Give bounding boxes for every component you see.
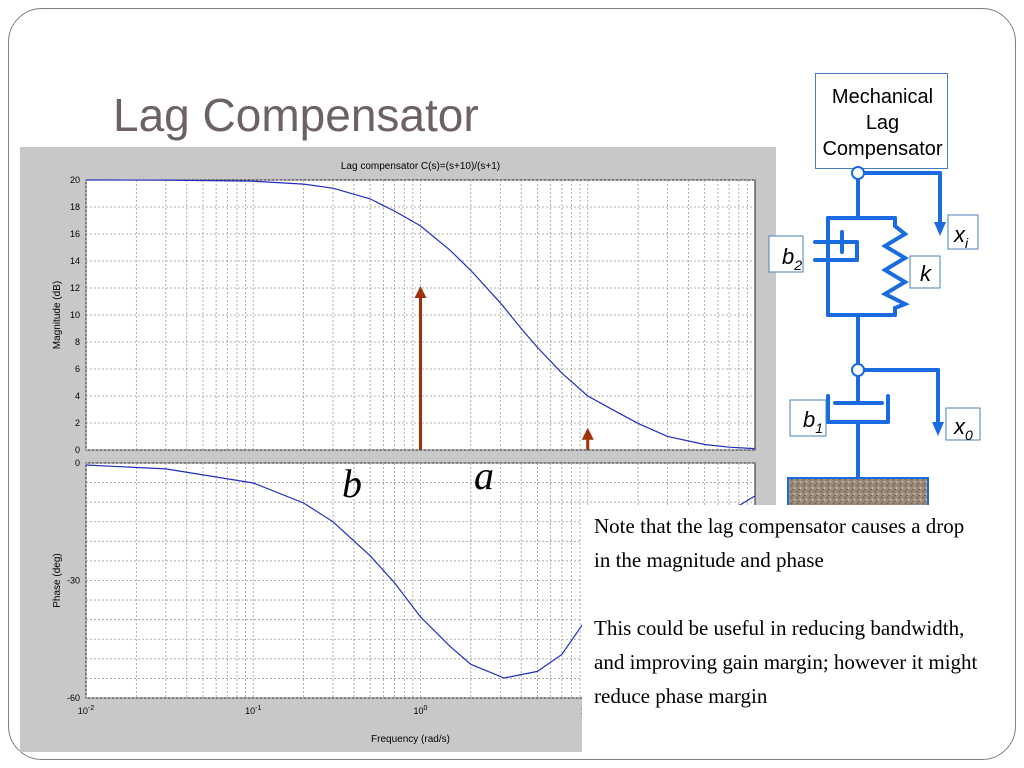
phase-axis-label: Phase (deg) [52, 553, 63, 607]
bode-plot: 024681012141618200-30-6010-210-1100101La… [52, 161, 756, 745]
note-paragraph-1: Note that the lag compensator causes a d… [594, 514, 965, 572]
b2-label-box [768, 235, 804, 273]
magnitude-tick-label: 12 [70, 283, 80, 293]
mechanical-title-line: Compensator [822, 138, 943, 160]
note-paragraph-2: This could be useful in reducing bandwid… [594, 616, 978, 708]
k-label-box [909, 255, 941, 289]
magnitude-tick-label: 16 [70, 229, 80, 239]
magnitude-tick-label: 14 [70, 256, 80, 266]
xi-label-box [947, 214, 979, 250]
mechanical-diagram: xi b2 k b1 x0 [768, 166, 981, 507]
magnitude-tick-label: 4 [75, 391, 80, 401]
magnitude-tick-label: 8 [75, 337, 80, 347]
annotation-arrow-a-head-icon [581, 427, 594, 440]
ground-block [787, 477, 929, 507]
magnitude-tick-label: 18 [70, 202, 80, 212]
frequency-tick-label: 10-2 [78, 705, 94, 716]
frequency-tick-label: 100 [414, 705, 428, 716]
x-axis-label: Frequency (rad/s) [371, 734, 450, 745]
annotation-arrow-b-head-icon [414, 286, 427, 298]
xi-arrowhead-icon [934, 222, 946, 236]
middle-node [851, 363, 865, 377]
x0-label: x0 [953, 414, 973, 443]
phase-tick-label: -60 [67, 693, 80, 703]
magnitude-tick-label: 6 [75, 364, 80, 374]
mechanical-title-line: Mechanical [831, 86, 934, 108]
label-b: b [342, 461, 362, 506]
annotation-arrow-b [414, 286, 427, 450]
magnitude-axis-label: Magnitude (dB) [52, 281, 63, 349]
magnitude-tick-label: 20 [70, 175, 80, 185]
b2-label: b2 [782, 244, 802, 273]
k-label: k [920, 261, 932, 286]
mechanical-title: Mechanical Lag Compensator [800, 84, 965, 162]
bode-plot-panel: 024681012141618200-30-6010-210-1100101La… [20, 147, 776, 752]
x0-arrowhead-icon [932, 422, 944, 436]
phase-tick-label: -30 [67, 576, 80, 586]
spring-k [880, 216, 910, 317]
chart-title: Lag compensator C(s)=(s+10)/(s+1) [341, 161, 500, 172]
label-a: a [474, 453, 494, 498]
notes-textbox: Note that the lag compensator causes a d… [582, 505, 992, 752]
xi-label: xi [953, 222, 969, 251]
magnitude-series-line [85, 179, 756, 450]
frequency-tick-label: 10-1 [245, 705, 261, 716]
top-node [851, 166, 865, 180]
b1-label: b1 [803, 407, 823, 436]
slide-title: Lag Compensator [113, 89, 479, 141]
mechanical-title-box [815, 73, 948, 169]
magnitude-tick-label: 10 [70, 310, 80, 320]
annotation-arrow-a [581, 427, 594, 450]
mechanical-title-line: Lag [865, 112, 900, 134]
phase-tick-label: 0 [75, 458, 80, 468]
magnitude-tick-label: 0 [75, 445, 80, 455]
magnitude-tick-label: 2 [75, 418, 80, 428]
b1-label-box [789, 399, 827, 437]
x0-label-box [945, 407, 981, 441]
